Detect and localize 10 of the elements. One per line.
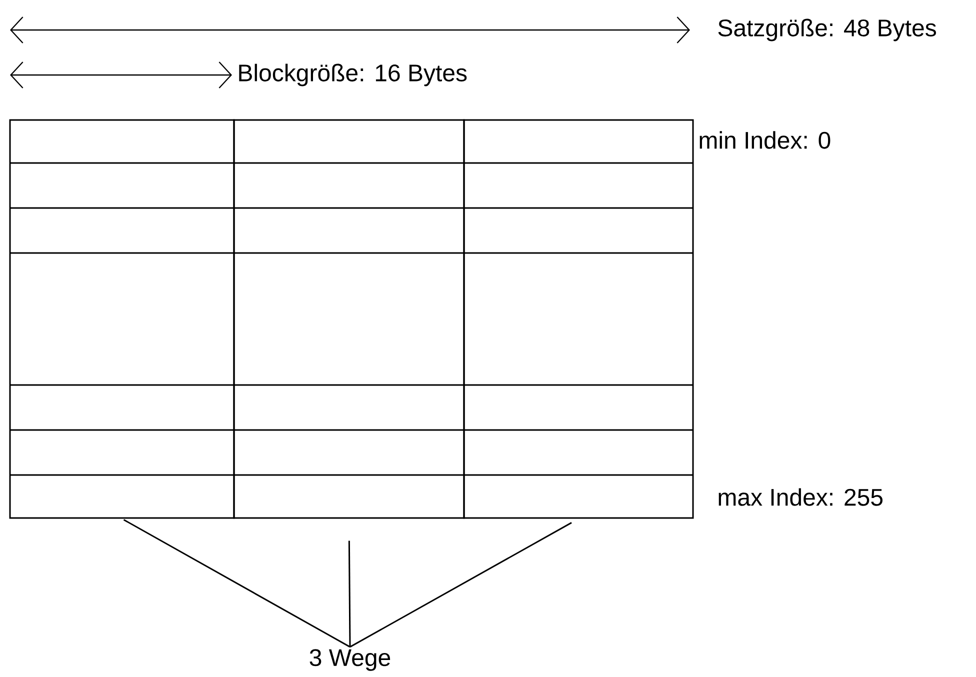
dimension-label: Satzgröße: 48 Bytes <box>718 18 936 42</box>
cache-way-column <box>463 119 694 519</box>
cache-way-column <box>9 119 235 519</box>
dimension-label: Blockgröße: 16 Bytes <box>239 64 467 86</box>
leader-line <box>348 540 351 647</box>
cache-way-column <box>233 119 465 519</box>
dimension-label: max Index: 255 <box>718 488 882 506</box>
text-label: 3 Wege <box>310 649 390 671</box>
leader-line <box>350 522 572 648</box>
leader-line <box>123 519 350 648</box>
